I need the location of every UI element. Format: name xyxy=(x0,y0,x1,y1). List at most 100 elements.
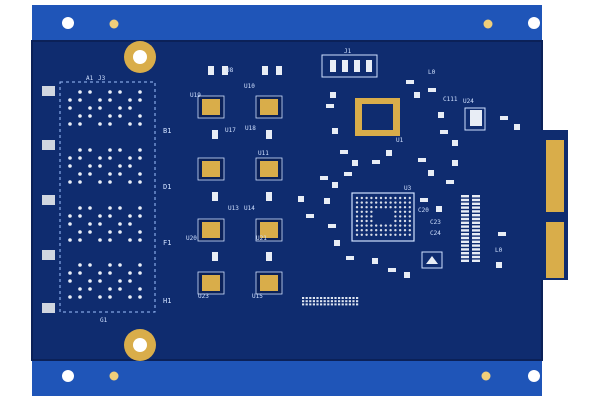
chip-gold-pad xyxy=(202,99,220,115)
header-pin xyxy=(472,236,480,240)
bga-ball xyxy=(384,206,387,209)
header-pin xyxy=(472,244,480,247)
bga-ball xyxy=(389,206,392,209)
via-dot xyxy=(128,164,132,168)
via-dot xyxy=(68,214,72,218)
via-dot xyxy=(108,122,112,126)
chip-u24: U24 C111 L0 xyxy=(428,69,486,131)
label-b1: B1 xyxy=(163,127,171,135)
bga-ball xyxy=(384,196,387,200)
test-pad xyxy=(345,300,348,303)
bga-ball xyxy=(360,196,363,200)
passive-pad xyxy=(428,88,436,92)
via-dot xyxy=(78,98,82,102)
test-pad xyxy=(323,300,326,303)
passive-pad xyxy=(222,66,228,75)
bga-ball xyxy=(389,201,392,204)
bga-ball xyxy=(379,196,383,200)
header-pin xyxy=(461,210,469,213)
via-dot xyxy=(98,279,102,283)
chip-gold-pad xyxy=(202,222,220,238)
bga-ball xyxy=(375,206,378,209)
bga-ball xyxy=(365,196,368,200)
connector-labels: B1 D1 F1 H1 J3 A1 G1 xyxy=(86,75,171,324)
bga-ball xyxy=(355,219,359,223)
test-pad xyxy=(341,303,344,306)
passive-pad xyxy=(404,272,410,278)
bga-ball xyxy=(399,210,402,213)
bga-ball xyxy=(408,215,411,218)
label-c24: C24 xyxy=(430,230,441,237)
test-pad xyxy=(323,303,326,306)
passive-pad xyxy=(406,80,414,84)
bga-ball xyxy=(360,215,363,218)
via-dot xyxy=(138,287,142,291)
test-pad xyxy=(352,300,355,303)
mounting-hole-icon xyxy=(528,370,540,382)
bga-ball xyxy=(375,229,378,232)
bga-ball xyxy=(365,210,368,213)
passive-pad xyxy=(428,170,434,176)
via-dot xyxy=(128,279,132,283)
label-u19: U19 xyxy=(190,92,201,99)
header-pin xyxy=(461,198,469,202)
bga-ball xyxy=(355,201,359,204)
via-dot xyxy=(108,271,112,275)
via-dot xyxy=(78,287,82,291)
bga-ball xyxy=(379,229,383,232)
passive-pad xyxy=(330,92,336,98)
via-dot xyxy=(128,271,132,275)
header-pin xyxy=(461,195,469,198)
bga-ball xyxy=(375,196,378,200)
test-pad-array xyxy=(302,297,359,306)
test-pad xyxy=(356,303,359,306)
label-u11: U11 xyxy=(258,150,269,157)
via-dot xyxy=(128,295,132,299)
fiducial-icon xyxy=(109,19,119,29)
via-dot xyxy=(108,214,112,218)
bga-ball xyxy=(355,210,359,213)
bga-ball xyxy=(360,219,363,223)
passive-pad xyxy=(372,160,380,164)
via-dot xyxy=(108,206,112,210)
passive-pad xyxy=(266,252,272,261)
bga-ball xyxy=(360,229,363,232)
label-d1: D1 xyxy=(163,183,171,191)
via-dot xyxy=(138,214,142,218)
via-dot xyxy=(68,271,72,275)
label-l0b: L0 xyxy=(495,247,503,254)
top-rail xyxy=(32,5,542,41)
bga-ball xyxy=(403,229,407,232)
label-j1: J1 xyxy=(344,48,352,55)
passive-labels: C20 C23 C24 L0 xyxy=(418,207,503,254)
test-pad xyxy=(345,297,348,299)
via-dot xyxy=(138,122,142,126)
label-f1: F1 xyxy=(163,239,171,247)
bga-ball xyxy=(408,201,411,204)
label-j3: J3 xyxy=(98,75,106,82)
bga-ball xyxy=(403,206,407,209)
pin-header-right xyxy=(461,195,480,262)
bga-ball xyxy=(365,233,368,236)
passive-pad xyxy=(388,268,396,272)
via-dot xyxy=(98,180,102,184)
passive-pad xyxy=(340,150,348,154)
label-u14: U14 xyxy=(244,205,255,212)
bga-ball xyxy=(360,206,363,209)
via-dot xyxy=(98,222,102,226)
label-u1: U1 xyxy=(396,137,404,144)
bga-ball xyxy=(360,224,363,227)
via-dot xyxy=(98,214,102,218)
test-pad xyxy=(334,297,337,299)
bga-ball xyxy=(403,210,407,213)
bga-ball xyxy=(394,233,397,236)
via-dot xyxy=(88,106,92,110)
header-pin xyxy=(472,225,480,228)
label-a1: A1 xyxy=(86,75,94,82)
bga-ball xyxy=(375,224,378,227)
header-pin xyxy=(472,217,480,221)
via-dot xyxy=(98,164,102,168)
via-dot xyxy=(128,222,132,226)
test-pad xyxy=(327,300,330,303)
passive-pad xyxy=(418,158,426,162)
